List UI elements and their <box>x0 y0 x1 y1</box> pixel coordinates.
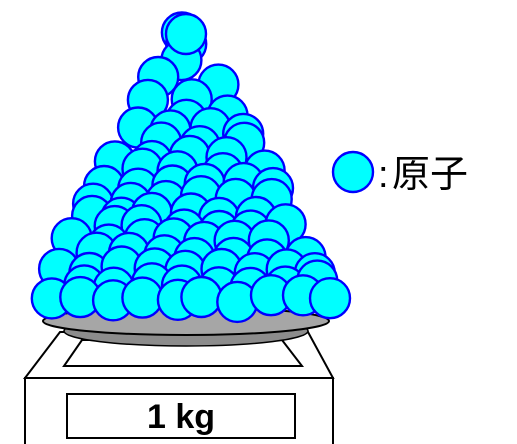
atom-pile <box>30 11 352 324</box>
atom <box>180 275 223 319</box>
legend-atom-icon <box>331 150 375 194</box>
atom <box>308 277 352 320</box>
legend: : 原子 <box>331 150 468 196</box>
scale-readout: 1 kg <box>147 398 215 436</box>
atom <box>164 12 208 56</box>
plate <box>42 306 330 347</box>
atom <box>121 276 164 319</box>
weighing-scale: 1 kg <box>22 331 335 444</box>
scale-display <box>66 393 296 439</box>
legend-label: 原子 <box>392 154 468 196</box>
legend-separator: : <box>378 154 389 196</box>
